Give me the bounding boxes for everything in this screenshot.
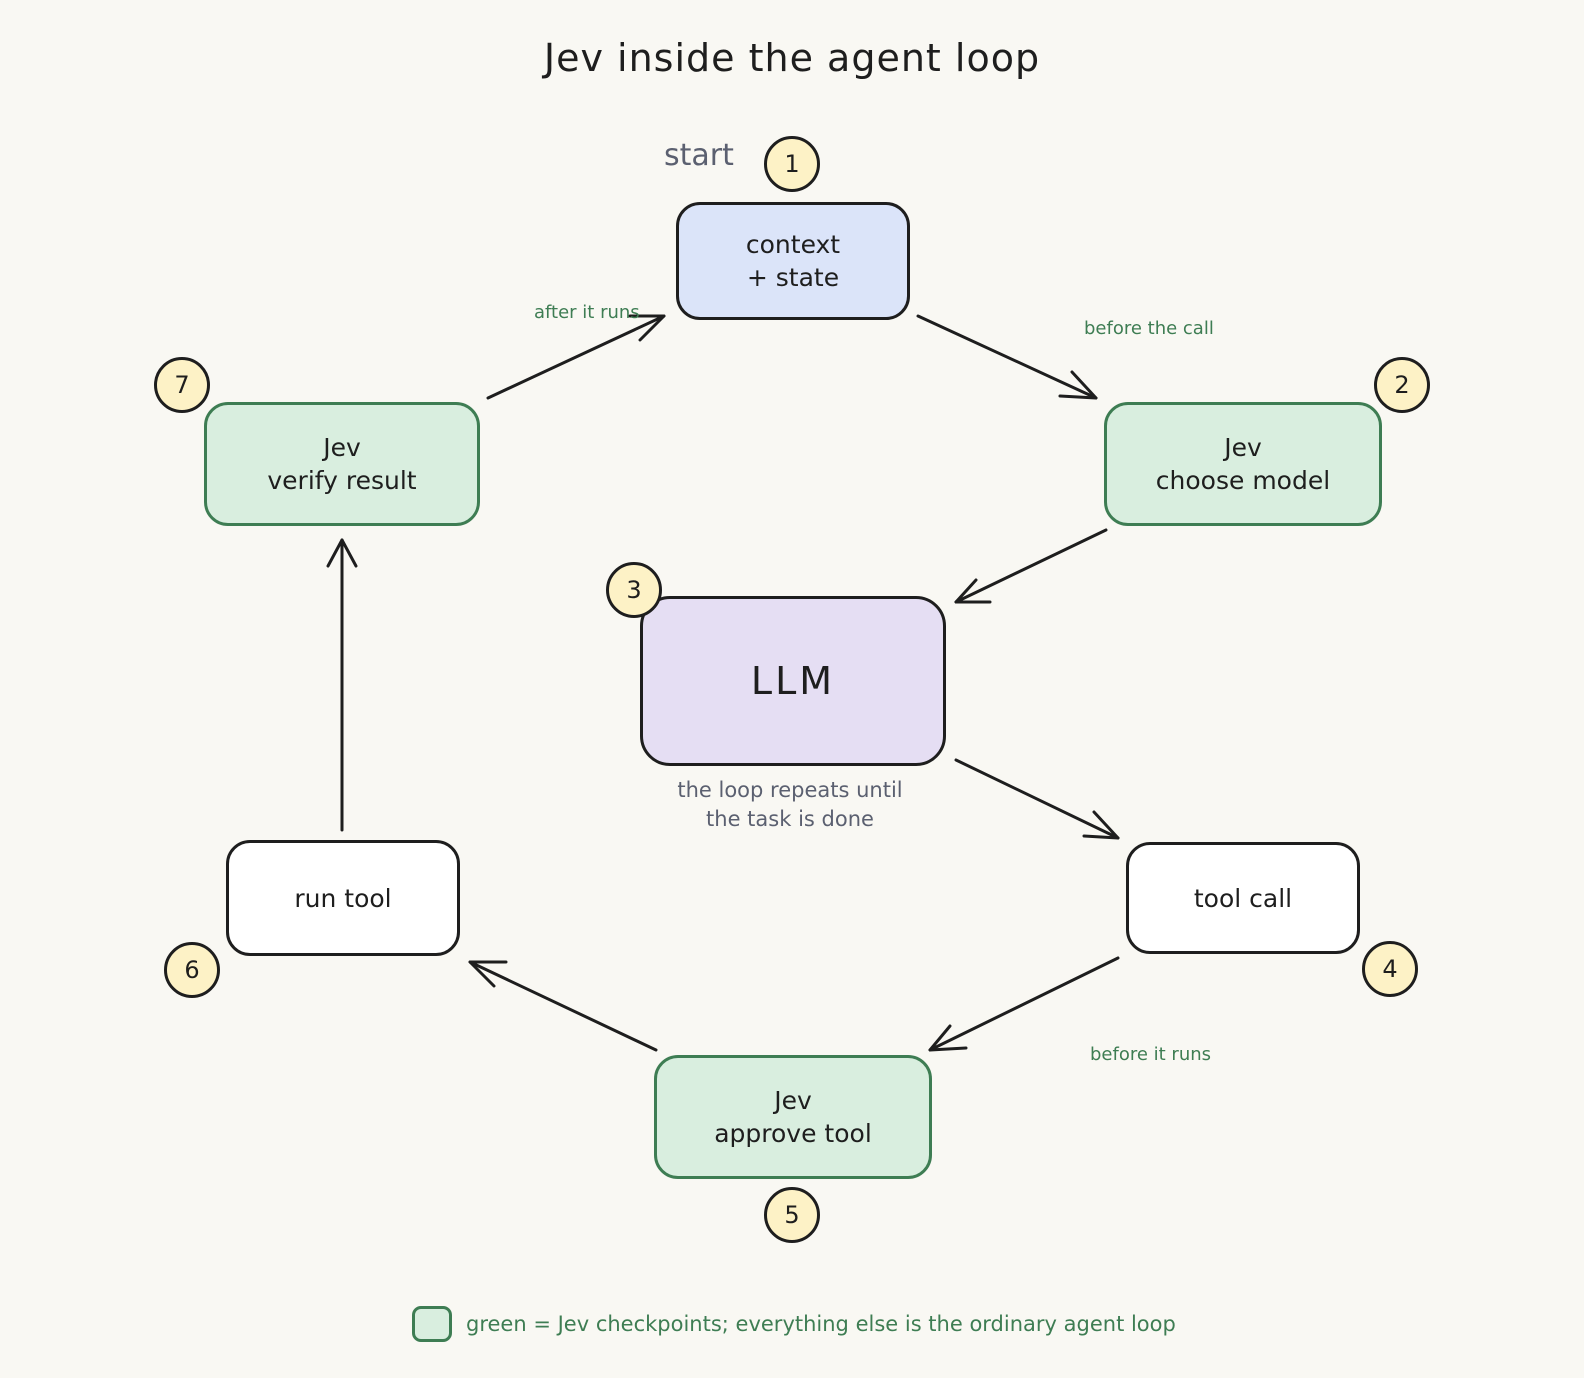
arrow-context-to-choose-model — [916, 314, 1098, 400]
arrow-tool-call-to-approve — [928, 956, 1120, 1052]
edge-label-before-call: before the call — [1084, 318, 1214, 339]
run-tool-node: run tool — [226, 840, 460, 956]
step-badge-1: 1 — [764, 136, 820, 192]
start-label: start — [664, 138, 734, 173]
diagram-title: Jev inside the agent loop — [543, 36, 1041, 80]
step-badge-7: 7 — [154, 357, 210, 413]
loop-caption-line1: the loop repeats until — [677, 778, 903, 802]
arrow-run-tool-to-verify — [326, 538, 358, 832]
edge-label-before-runs: before it runs — [1090, 1044, 1212, 1065]
loop-caption-line2: the task is done — [706, 807, 874, 831]
verify-result-node: Jev verify result — [204, 402, 480, 526]
edge-label-after-runs: after it runs — [534, 302, 640, 323]
choose-model-line1: Jev — [1224, 433, 1262, 462]
step-badge-3: 3 — [606, 562, 662, 618]
legend-swatch — [412, 1306, 452, 1342]
approve-tool-line1: Jev — [774, 1086, 812, 1115]
choose-model-line2: choose model — [1155, 466, 1331, 495]
context-state-node: context + state — [676, 202, 910, 320]
legend: green = Jev checkpoints; everything else… — [412, 1306, 1176, 1342]
arrow-choose-model-to-llm — [954, 528, 1108, 604]
step-badge-5: 5 — [764, 1187, 820, 1243]
arrow-llm-to-tool-call — [954, 758, 1120, 840]
legend-text: green = Jev checkpoints; everything else… — [466, 1312, 1176, 1336]
step-badge-4: 4 — [1362, 941, 1418, 997]
approve-tool-line2: approve tool — [714, 1119, 872, 1148]
run-tool-label: run tool — [294, 883, 392, 913]
llm-label: LLM — [750, 658, 836, 703]
tool-call-node: tool call — [1126, 842, 1360, 954]
loop-caption: the loop repeats until the task is done — [640, 776, 940, 834]
llm-node: LLM — [640, 596, 946, 766]
tool-call-label: tool call — [1193, 883, 1293, 913]
verify-result-line1: Jev — [323, 433, 361, 462]
choose-model-node: Jev choose model — [1104, 402, 1382, 526]
context-label-line2: + state — [746, 263, 840, 292]
arrow-approve-to-run-tool — [468, 960, 658, 1052]
step-badge-6: 6 — [164, 942, 220, 998]
approve-tool-node: Jev approve tool — [654, 1055, 932, 1179]
context-label-line1: context — [745, 230, 841, 259]
verify-result-line2: verify result — [267, 466, 417, 495]
step-badge-2: 2 — [1374, 357, 1430, 413]
arrow-verify-to-context — [486, 314, 666, 400]
